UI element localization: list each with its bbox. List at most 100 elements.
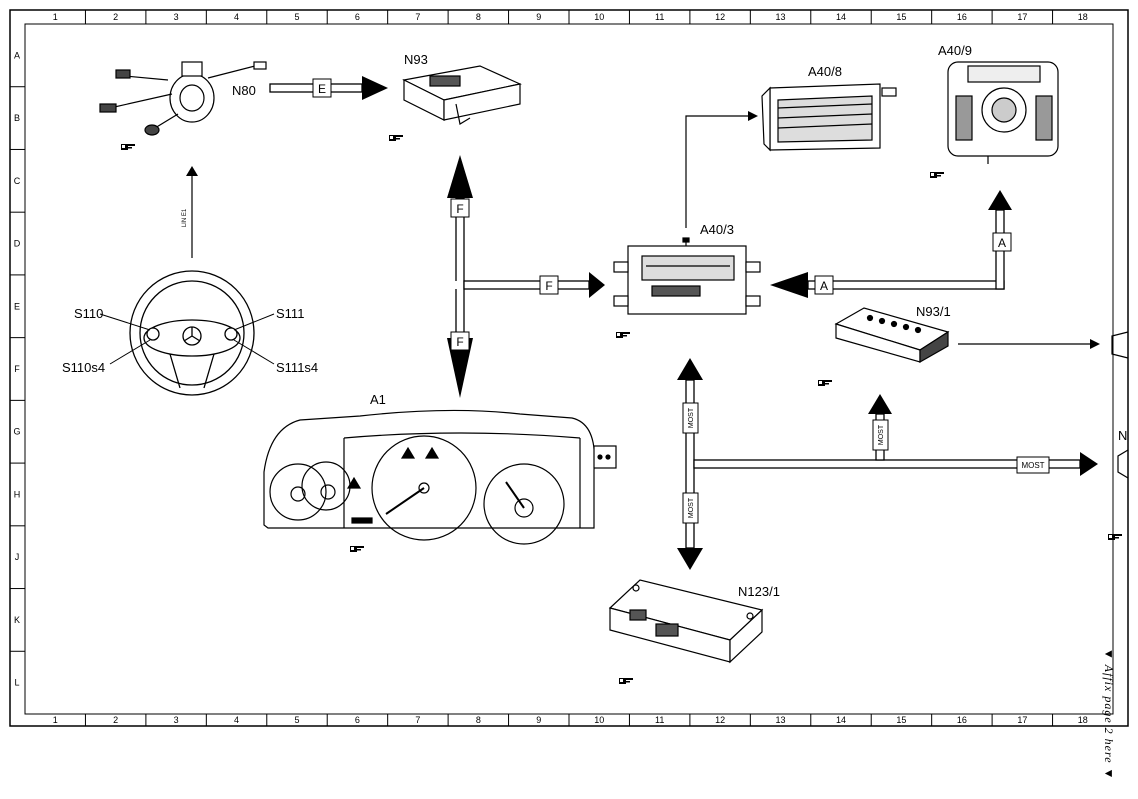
reference-hand-icon	[616, 332, 630, 338]
grid-column-label: 12	[715, 12, 725, 22]
grid-row-label: C	[14, 176, 21, 186]
grid-column-label: 8	[476, 715, 481, 725]
grid-column-label: 4	[234, 12, 239, 22]
grid-column-label: 10	[594, 12, 604, 22]
a40-8-label: A40/8	[808, 64, 842, 79]
grid-column-label: 6	[355, 12, 360, 22]
arrow-left-icon	[770, 272, 808, 298]
signal-f-top-label: F	[456, 202, 463, 216]
edge-n-label: N	[1118, 428, 1127, 443]
grid-column-label: 11	[655, 715, 664, 725]
n123-1-module	[608, 579, 764, 664]
reference-hand-icon	[818, 380, 832, 386]
affix-page-note: ▼ Affix page 2 here ▼	[1100, 648, 1124, 798]
grid-column-label: 12	[715, 715, 725, 725]
grid-column-label: 7	[415, 715, 420, 725]
grid-column-label: 16	[957, 12, 967, 22]
grid-column-label: 14	[836, 12, 846, 22]
grid-column-label: 1	[53, 12, 58, 22]
arrow-up-icon	[447, 155, 473, 198]
grid-row-label: L	[14, 678, 19, 688]
steering-wheel	[99, 270, 275, 396]
grid-row-label: K	[14, 615, 20, 625]
grid-column-label: 7	[415, 12, 420, 22]
signal-lin-e1-label: LIN E1	[182, 208, 188, 227]
grid-column-label: 6	[355, 715, 360, 725]
grid-column-label: 9	[536, 12, 541, 22]
s110s4-label: S110s4	[62, 360, 105, 375]
grid-ticks	[10, 10, 1054, 726]
arrow-right-icon	[1080, 452, 1098, 476]
grid-row-label: A	[14, 50, 20, 60]
component-labels: N80 N93 A40/8 A40/9 A40/3 N93/1 A1 N123/…	[62, 43, 1127, 599]
reference-hand-icon	[930, 172, 944, 178]
affix-page-note-text: ▼ Affix page 2 here ▼	[1102, 648, 1116, 781]
grid-column-label: 17	[1017, 12, 1027, 22]
signal-a-horizontal-label: A	[820, 279, 828, 293]
arrow-right-icon	[362, 76, 388, 100]
grid-column-label: 4	[234, 715, 239, 725]
arrow-up-icon	[677, 358, 703, 380]
signal-labels: E F F F A A MOST MOST MOST MOST LIN E1	[182, 82, 1045, 518]
grid-row-label: J	[15, 552, 20, 562]
grid-row-label: G	[13, 427, 20, 437]
reference-hand-icon	[121, 144, 135, 150]
n123-1-label: N123/1	[738, 584, 780, 599]
grid-column-label: 18	[1078, 715, 1088, 725]
grid-column-label: 5	[294, 715, 299, 725]
grid-column-label: 2	[113, 715, 118, 725]
a40-9-label: A40/9	[938, 43, 972, 58]
grid-column-label: 13	[776, 12, 786, 22]
n80-steering-column-module	[99, 61, 267, 136]
s111s4-label: S111s4	[276, 360, 318, 375]
arrow-up-icon	[988, 190, 1012, 210]
grid-column-label: 10	[594, 715, 604, 725]
reference-hand-icon	[350, 546, 364, 552]
n93-1-label: N93/1	[916, 304, 951, 319]
grid-column-label: 3	[174, 12, 179, 22]
signal-f-bottom-label: F	[456, 335, 463, 349]
signal-most-upper-label: MOST	[688, 407, 695, 428]
s110-label: S110	[74, 306, 103, 321]
signal-a-vertical-label: A	[998, 236, 1006, 250]
arrow-right-icon	[1090, 339, 1100, 349]
arrow-up-icon	[186, 166, 198, 176]
n93-central-gateway	[402, 65, 522, 125]
grid-column-label: 17	[1017, 715, 1027, 725]
signal-most-lower-label: MOST	[688, 497, 695, 518]
grid-column-label: 18	[1078, 12, 1088, 22]
arrow-right-icon	[748, 111, 758, 121]
grid-column-label: 2	[113, 12, 118, 22]
signal-e-label: E	[318, 82, 326, 96]
grid-column-label: 16	[957, 715, 967, 725]
arrow-down-icon	[677, 548, 703, 570]
grid-row-label: D	[14, 239, 21, 249]
reference-hand-icon	[389, 135, 403, 141]
arrow-heads	[186, 76, 1100, 570]
arrow-up-icon	[868, 394, 892, 414]
a40-3-head-unit	[613, 237, 761, 315]
signal-f-mid-label: F	[545, 279, 552, 293]
a1-instrument-cluster	[263, 409, 617, 545]
grid-column-label: 11	[655, 12, 664, 22]
a40-3-label: A40/3	[700, 222, 734, 237]
a40-9-control-panel	[947, 61, 1059, 164]
s111-label: S111	[276, 306, 304, 321]
signal-most-right-vertical-label: MOST	[878, 424, 885, 445]
signal-boxes	[312, 78, 1050, 524]
grid-row-label: E	[14, 301, 20, 311]
reference-hand-icon	[1108, 534, 1122, 540]
grid-column-label: 15	[896, 12, 906, 22]
grid-column-label: 9	[536, 715, 541, 725]
reference-hand-icon	[619, 678, 633, 684]
edge-component	[1111, 331, 1129, 479]
grid-row-label: H	[14, 489, 21, 499]
grid-column-label: 8	[476, 12, 481, 22]
grid-column-label: 1	[53, 715, 58, 725]
grid-column-label: 5	[294, 12, 299, 22]
grid-row-label: B	[14, 113, 20, 123]
grid-labels: 1122334455667788991010111112121313141415…	[13, 12, 1087, 725]
grid-column-label: 13	[776, 715, 786, 725]
signal-most-right-label: MOST	[1021, 461, 1044, 470]
